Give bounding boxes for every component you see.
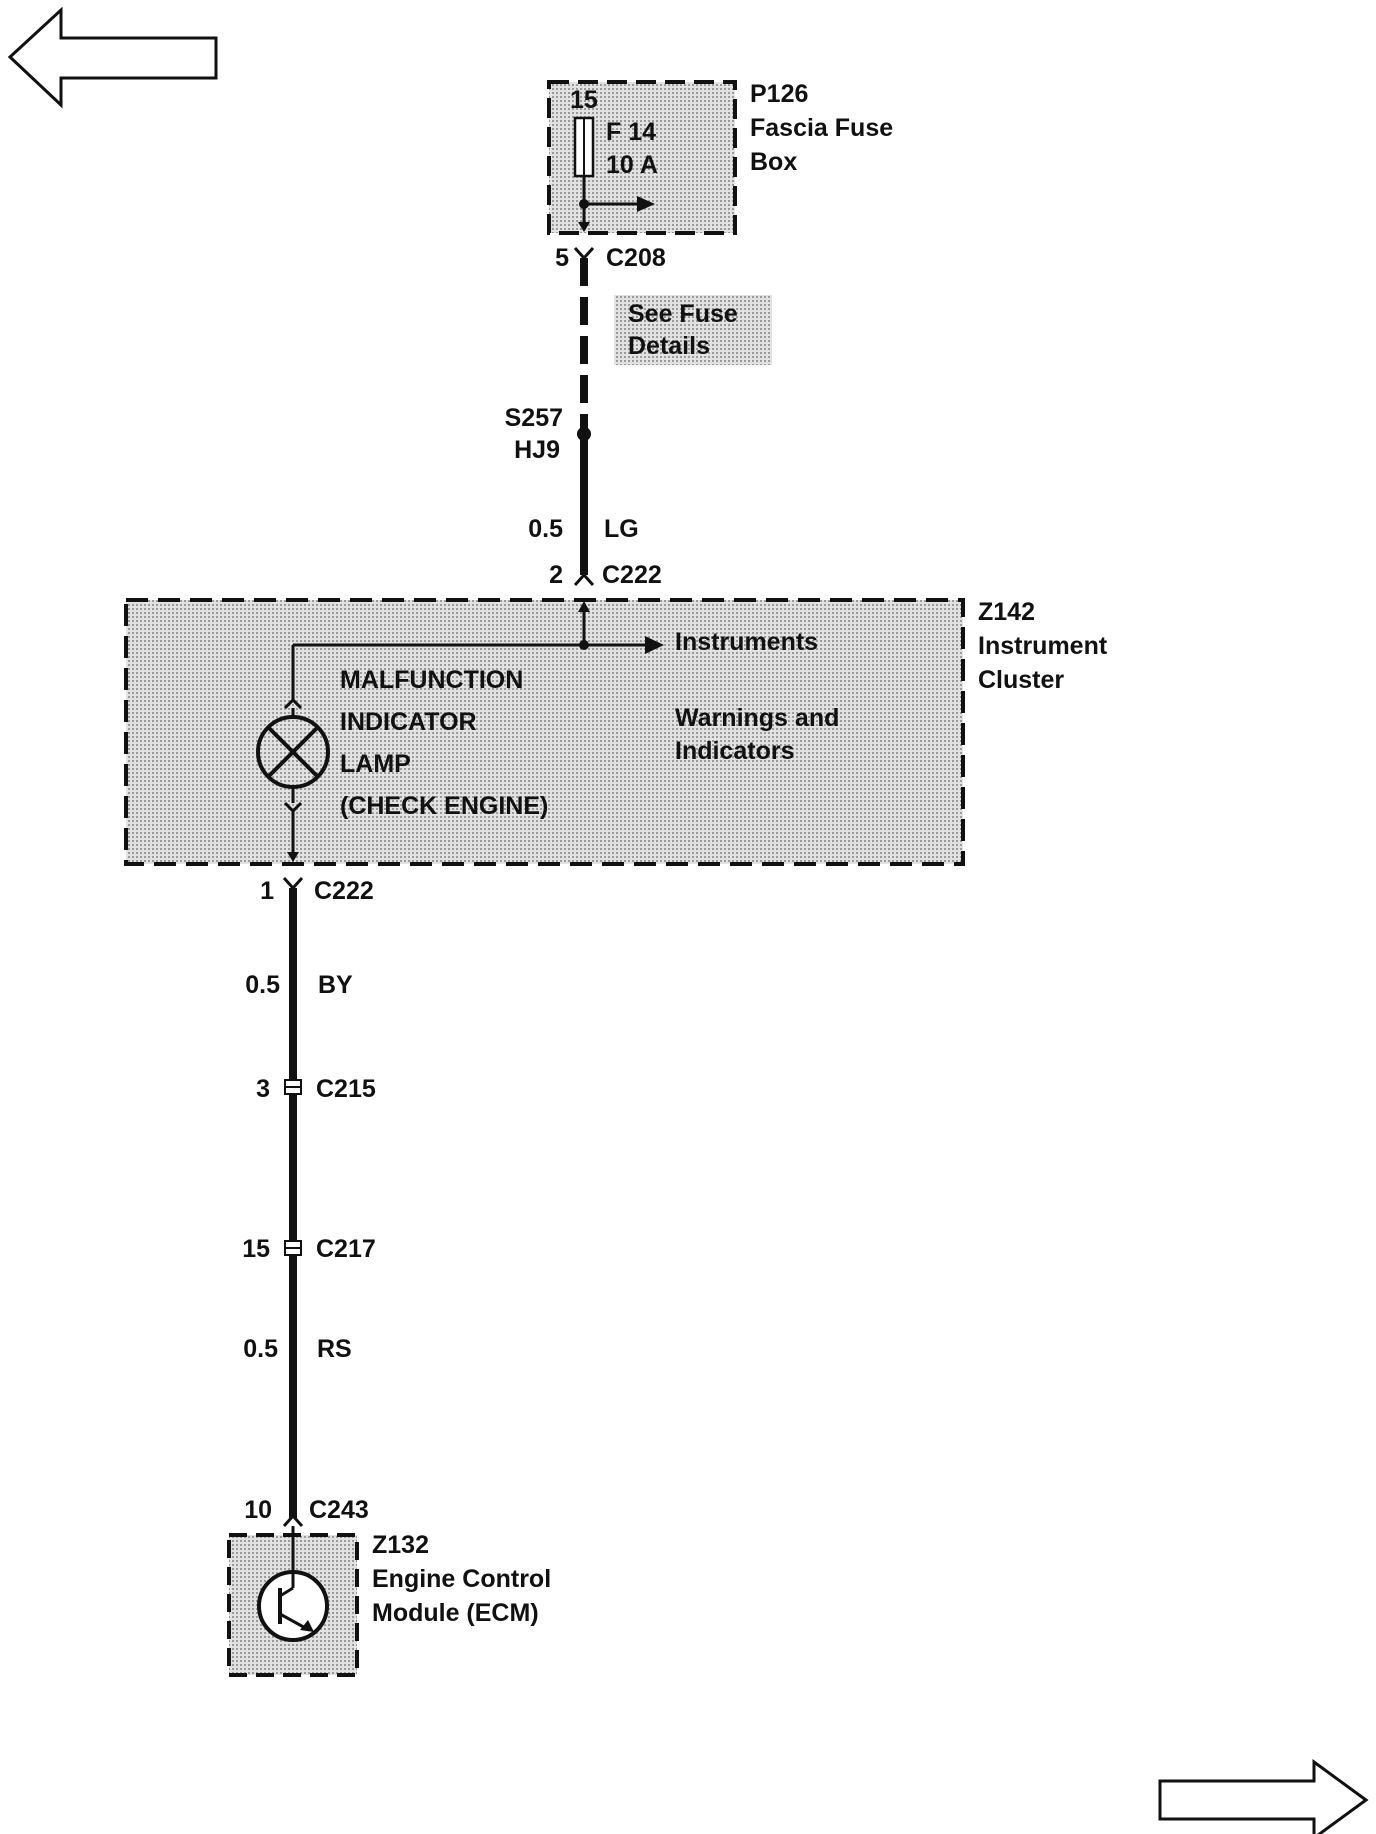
c222-in-pin: 2: [549, 561, 563, 589]
connector-c208: 5 C208: [555, 244, 666, 272]
up-arrow-icon: [578, 601, 590, 612]
connector-male-icon: [282, 1513, 304, 1528]
arrow-left-outline-icon[interactable]: [7, 6, 218, 109]
fuse-box-id: P126: [750, 80, 808, 108]
connector-c217: 15 C217: [242, 1235, 376, 1263]
arrow-right-outline-icon[interactable]: [1158, 1759, 1369, 1834]
fuse-rating-label: 10 A: [606, 151, 658, 179]
ecm-name-line2: Module (ECM): [372, 1599, 539, 1627]
lamp-label-line1: MALFUNCTION: [340, 666, 523, 694]
fuse-box-name-line2: Box: [750, 148, 797, 176]
instruments-arrow-icon: [645, 636, 664, 654]
connector-female-icon: [282, 876, 304, 891]
c222-out-name: C222: [314, 877, 374, 905]
connector-c222-in: 2 C222: [549, 561, 662, 589]
connector-c215: 3 C215: [256, 1075, 376, 1103]
fuse-box-name-line1: Fascia Fuse: [750, 114, 893, 142]
c243-name: C243: [309, 1496, 369, 1524]
warnings-label-line2: Indicators: [675, 737, 794, 765]
fuse-name-label: F 14: [606, 118, 656, 146]
connector-c222-out: 1 C222: [260, 876, 374, 905]
down-arrow-icon: [578, 222, 590, 232]
cluster-id: Z142: [978, 598, 1035, 626]
c222-in-name: C222: [602, 561, 662, 589]
connector-male-icon: [573, 572, 595, 587]
wire-bottom-color: RS: [317, 1335, 352, 1363]
see-fuse-details-note[interactable]: See Fuse Details: [614, 295, 772, 365]
lamp-label-line2: INDICATOR: [340, 708, 477, 736]
note-line1: See Fuse: [628, 300, 738, 328]
wire-top-color: LG: [604, 515, 639, 543]
fuse-box-p126: 15 F 14 10 A: [547, 80, 737, 235]
wire-top-size: 0.5: [528, 515, 563, 543]
c215-name: C215: [316, 1075, 376, 1103]
wire-mid-color: BY: [318, 971, 353, 999]
cluster-name-line2: Cluster: [978, 666, 1064, 694]
c208-name: C208: [606, 244, 666, 272]
warnings-label-line1: Warnings and: [675, 704, 839, 732]
splice-harness: HJ9: [514, 436, 560, 464]
splice-s257: S257 HJ9: [505, 404, 591, 464]
wire-bottom-size: 0.5: [243, 1335, 278, 1363]
c243-pin: 10: [244, 1496, 272, 1524]
c222-out-pin: 1: [260, 877, 274, 905]
connector-c243: 10 C243: [244, 1496, 369, 1528]
c215-pin: 3: [256, 1075, 270, 1103]
splice-dot-icon: [577, 427, 591, 441]
c208-pin: 5: [555, 244, 569, 272]
fuse-box-terminal-label: 15: [570, 86, 598, 114]
note-line2: Details: [628, 332, 710, 360]
transistor-icon: [257, 1570, 329, 1642]
lamp-label-line4: (CHECK ENGINE): [340, 792, 548, 820]
next-page-arrow[interactable]: [1158, 1759, 1369, 1834]
instrument-cluster-z142: Instruments Warnings and Indicators MALF…: [124, 598, 965, 866]
connector-female-icon: [573, 246, 595, 261]
ecm-name-line1: Engine Control: [372, 1565, 551, 1593]
prev-page-arrow[interactable]: [7, 6, 218, 109]
cluster-name-line1: Instrument: [978, 632, 1108, 660]
c217-pin: 15: [242, 1235, 270, 1263]
lamp-label-line3: LAMP: [340, 750, 411, 778]
splice-id: S257: [505, 404, 563, 432]
ecm-id: Z132: [372, 1531, 429, 1559]
branch-arrow-icon: [637, 196, 655, 212]
c217-name: C217: [316, 1235, 376, 1263]
ecm-z132: [227, 1526, 359, 1677]
wire-mid-size: 0.5: [245, 971, 280, 999]
instruments-label: Instruments: [675, 628, 818, 656]
